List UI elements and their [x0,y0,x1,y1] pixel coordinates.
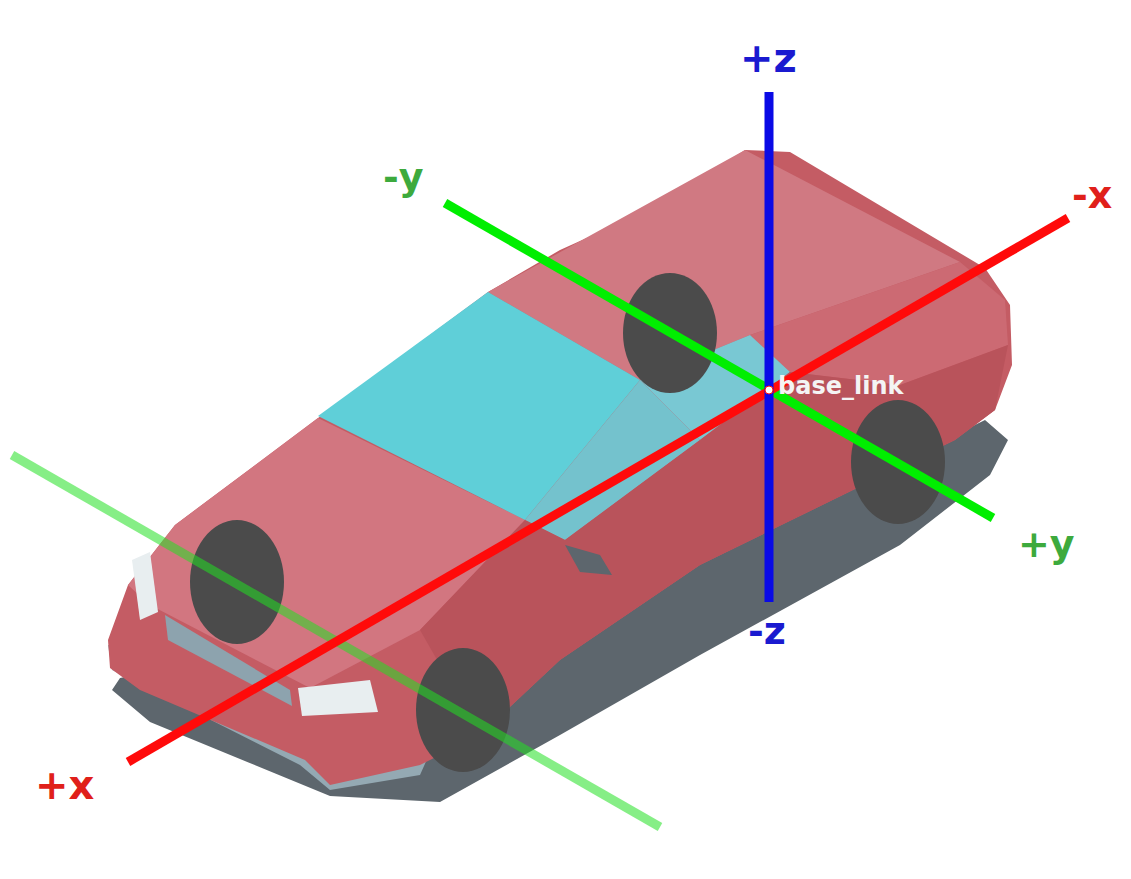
axis-label: +y [1018,525,1075,563]
car-mirror [565,545,612,575]
car-headlight [298,680,378,716]
axis-label: -z [748,612,786,650]
axis-label: +x [35,765,94,805]
y-axis [445,203,993,518]
frame-label: base_link [778,374,903,398]
axis-label: +z [740,38,797,78]
car-body [108,150,1012,785]
axis-label: -y [383,158,424,196]
x-axis [128,218,1068,762]
axis-label: -x [1072,176,1112,214]
z-axis [765,92,774,602]
origin-dot [765,386,773,394]
car-headlight [132,552,158,620]
